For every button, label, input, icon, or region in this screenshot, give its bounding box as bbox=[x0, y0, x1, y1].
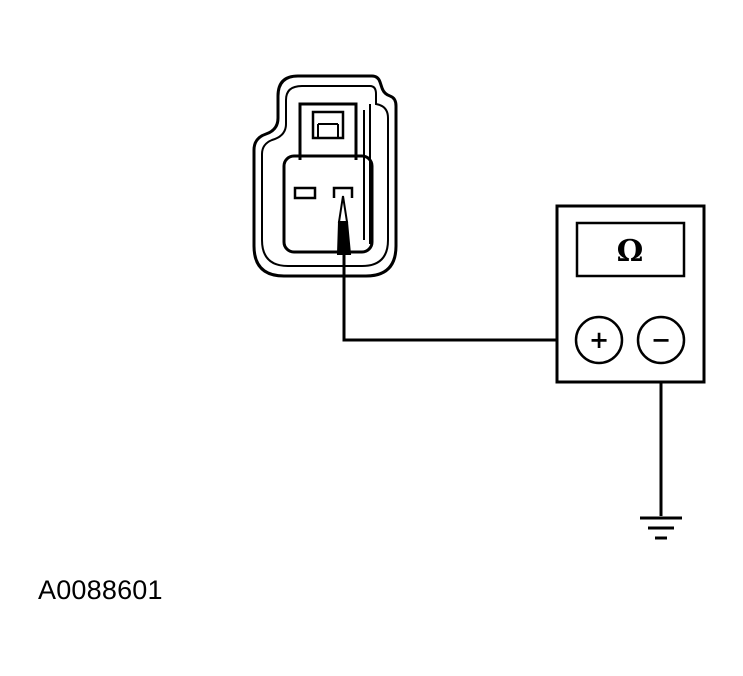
figure-id-label: A0088601 bbox=[38, 575, 163, 605]
connector-outer-shell bbox=[252, 74, 398, 278]
probe-body bbox=[336, 221, 352, 255]
ohm-symbol: Ω bbox=[617, 234, 644, 269]
multimeter: Ω + − bbox=[555, 204, 706, 384]
probe-tip bbox=[337, 195, 349, 223]
test-leads bbox=[342, 254, 663, 516]
terminal-cavity-1 bbox=[293, 186, 317, 200]
positive-lead bbox=[342, 254, 576, 342]
terminal-cavity-2 bbox=[332, 186, 354, 198]
side-rail bbox=[363, 104, 371, 244]
meter-display bbox=[575, 221, 686, 278]
latch-slot bbox=[317, 123, 339, 138]
connector-inner-shell bbox=[261, 85, 389, 267]
connector bbox=[252, 74, 398, 278]
negative-terminal-label: − bbox=[651, 325, 671, 354]
ground-icon bbox=[640, 516, 682, 540]
negative-terminal bbox=[636, 315, 686, 365]
locking-latch bbox=[311, 110, 345, 140]
locking-tab bbox=[298, 102, 358, 160]
connector-body bbox=[282, 154, 374, 254]
positive-terminal bbox=[574, 315, 624, 365]
test-probe bbox=[336, 195, 352, 255]
positive-terminal-label: + bbox=[589, 325, 609, 354]
